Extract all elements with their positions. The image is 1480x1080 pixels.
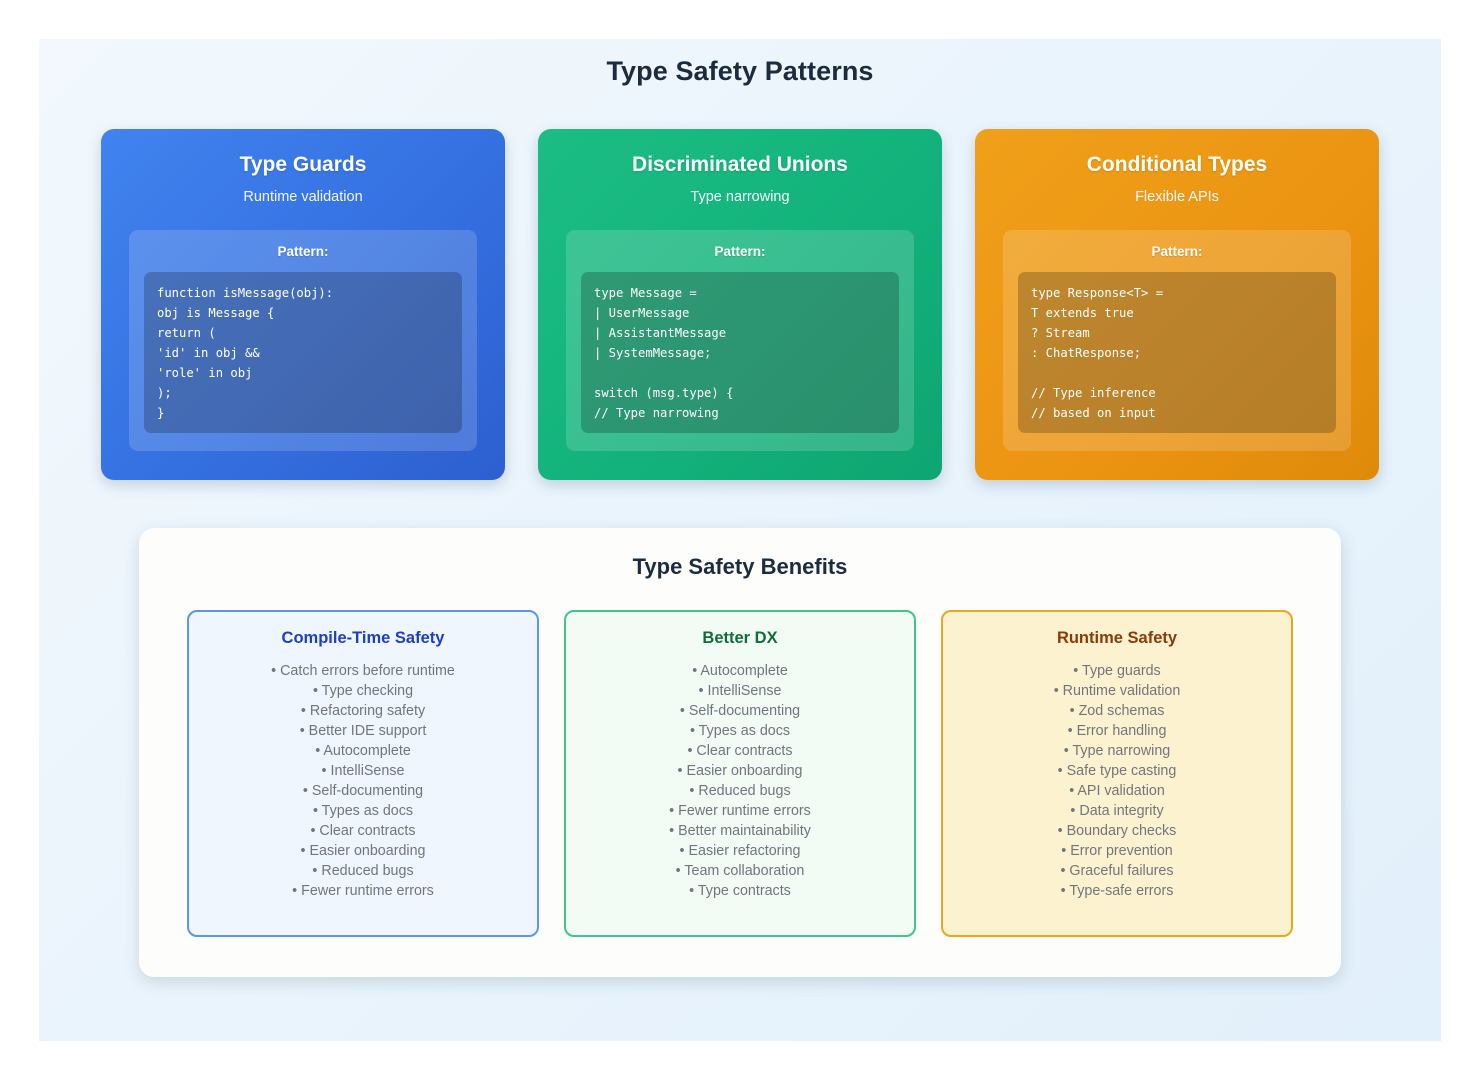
benefit-list-item: • Types as docs <box>312 803 414 819</box>
benefit-list-item: • Autocomplete <box>315 743 411 759</box>
benefit-card-runtime-safety[interactable]: Runtime Safety • Type guards • Runtime va… <box>941 610 1293 937</box>
pattern-label: Pattern: <box>1151 244 1203 259</box>
benefit-list-item: • Self-documenting <box>302 783 424 799</box>
pattern-box: Pattern: type Response<T> = T extends tr… <box>1003 230 1351 451</box>
benefit-list-item: • Type guards <box>1073 663 1161 679</box>
benefit-list-item: • Better IDE support <box>299 723 427 739</box>
benefit-list-item: • Type contracts <box>689 883 791 899</box>
benefit-list-item: • Self-documenting <box>679 703 801 719</box>
slide-canvas: Type Safety Patterns Type Guards Runtime… <box>39 39 1441 1041</box>
benefit-list-item: • Autocomplete <box>692 663 788 679</box>
pattern-card-subtitle: Type narrowing <box>690 189 790 205</box>
benefit-list-item: • Clear contracts <box>687 743 793 759</box>
pattern-card-discriminated-unions[interactable]: Discriminated Unions Type narrowing Patt… <box>538 129 942 480</box>
benefit-list-item: • IntelliSense <box>698 683 782 699</box>
benefit-list-item: • Safe type casting <box>1057 763 1177 779</box>
benefit-list-item: • Reduced bugs <box>312 863 414 879</box>
pattern-card-subtitle: Flexible APIs <box>1135 189 1219 205</box>
benefit-card-title: Better DX <box>702 629 778 647</box>
benefit-list-item: • Easier refactoring <box>679 843 801 859</box>
benefit-list-item: • Graceful failures <box>1060 863 1174 879</box>
benefit-list: • Autocomplete • IntelliSense • Self-docum… <box>580 661 900 901</box>
benefits-panel: Type Safety Benefits Compile-Time Safety… <box>139 528 1341 977</box>
benefits-row: Compile-Time Safety • Catch errors befor… <box>187 610 1293 937</box>
pattern-code-block: type Message = | UserMessage | Assistant… <box>581 272 899 433</box>
benefit-list-item: • Reduced bugs <box>689 783 791 799</box>
benefit-list-item: • Types as docs <box>689 723 791 739</box>
benefit-list-item: • Easier onboarding <box>677 763 803 779</box>
pattern-label: Pattern: <box>277 244 329 259</box>
benefit-list-item: • Team collaboration <box>675 863 805 879</box>
pattern-card-type-guards[interactable]: Type Guards Runtime validation Pattern: … <box>101 129 505 480</box>
benefit-card-better-dx[interactable]: Better DX • Autocomplete• IntelliSense• … <box>564 610 916 937</box>
pattern-code-block: type Response<T> = T extends true ? Stre… <box>1018 272 1336 433</box>
benefit-list-item: • Easier onboarding <box>300 843 426 859</box>
benefit-list-item: • Zod schemas <box>1069 703 1165 719</box>
benefit-list-item: • Better maintainability <box>669 823 811 839</box>
benefit-list-item: • Type narrowing <box>1063 743 1171 759</box>
benefit-card-title: Runtime Safety <box>1056 629 1178 647</box>
benefit-list: • Type guards • Runtime validation • Zod s… <box>957 661 1277 901</box>
pattern-card-conditional-types[interactable]: Conditional Types Flexible APIs Pattern:… <box>975 129 1379 480</box>
benefit-list: • Catch errors before runtime • Type chec… <box>203 661 523 901</box>
pattern-box: Pattern: type Message = | UserMessage | … <box>566 230 914 451</box>
benefit-list-item: • Error prevention <box>1061 843 1173 859</box>
benefit-list-item: • Fewer runtime errors <box>669 803 811 819</box>
pattern-card-title: Type Guards <box>239 153 367 176</box>
benefit-list-item: • Data integrity <box>1070 803 1164 819</box>
pattern-card-subtitle: Runtime validation <box>243 189 363 205</box>
benefit-list-item: • Runtime validation <box>1053 683 1181 699</box>
page-title: Type Safety Patterns <box>606 56 874 86</box>
benefit-list-item: • Catch errors before runtime <box>271 663 455 679</box>
benefit-list-item: • Error handling <box>1067 723 1167 739</box>
benefit-card-title: Compile-Time Safety <box>281 629 445 647</box>
pattern-cards-row: Type Guards Runtime validation Pattern: … <box>39 129 1441 480</box>
pattern-label: Pattern: <box>714 244 766 259</box>
benefit-list-item: • Type checking <box>312 683 414 699</box>
benefits-title: Type Safety Benefits <box>632 554 848 579</box>
benefit-list-item: • IntelliSense <box>321 763 405 779</box>
benefit-list-item: • Fewer runtime errors <box>292 883 434 899</box>
pattern-card-title: Conditional Types <box>1086 153 1268 176</box>
pattern-box: Pattern: function isMessage(obj): obj is… <box>129 230 477 451</box>
benefit-list-item: • Clear contracts <box>310 823 416 839</box>
pattern-code-block: function isMessage(obj): obj is Message … <box>144 272 462 433</box>
benefit-card-compile-time-safety[interactable]: Compile-Time Safety • Catch errors befor… <box>187 610 539 937</box>
benefit-list-item: • API validation <box>1069 783 1165 799</box>
benefit-list-item: • Refactoring safety <box>300 703 426 719</box>
pattern-card-title: Discriminated Unions <box>632 153 848 176</box>
benefit-list-item: • Boundary checks <box>1057 823 1177 839</box>
benefit-list-item: • Type-safe errors <box>1060 883 1174 899</box>
